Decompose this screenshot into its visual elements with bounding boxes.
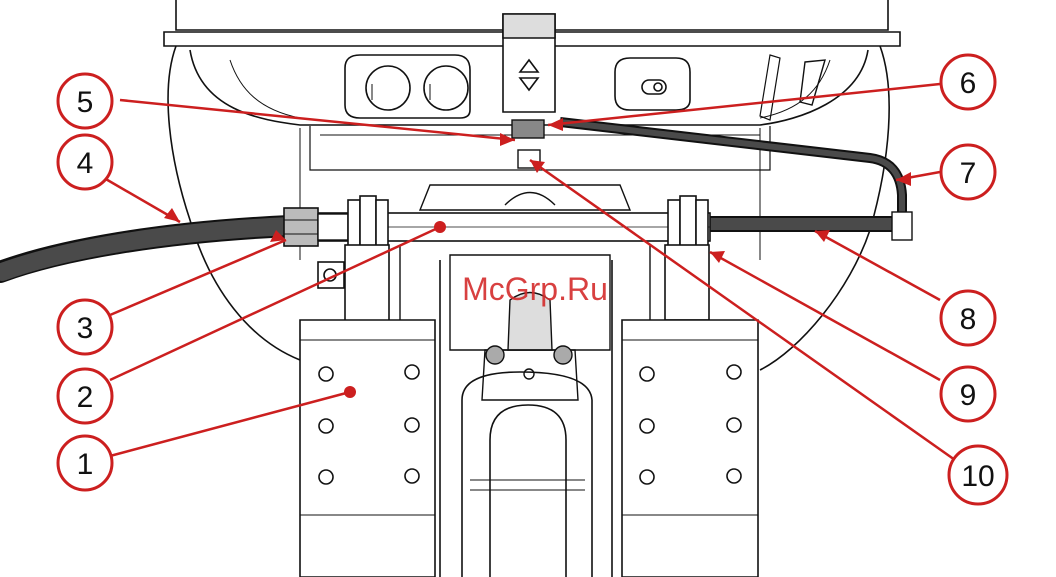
trim-cable [560,122,902,215]
callout-label-3: 3 [77,312,94,345]
cable-end-fitting [892,212,912,240]
rod-sleeve [318,214,348,240]
right-clamp-bracket [665,196,709,320]
tilt-switch [503,14,555,112]
callout-label-10: 10 [961,460,994,493]
control-panel [345,55,470,118]
leader-8 [815,231,940,300]
callout-label-8: 8 [960,303,977,336]
callout-label-7: 7 [960,157,977,190]
right-transom-bracket [622,320,758,577]
callout-label-4: 4 [77,147,94,180]
callout-label-2: 2 [77,381,94,414]
callout-label-5: 5 [77,86,94,119]
cable-nut [284,208,318,246]
side-rib [760,55,780,120]
watermark-text: McGrp.Ru [462,271,608,307]
ignition-plug [615,58,690,110]
leader-6 [548,84,940,125]
left-transom-bracket [300,320,435,577]
callout-label-1: 1 [77,448,94,481]
callout-label-6: 6 [960,67,977,100]
callout-label-9: 9 [960,379,977,412]
mounting-nut [512,120,544,168]
leader-5 [120,100,515,140]
